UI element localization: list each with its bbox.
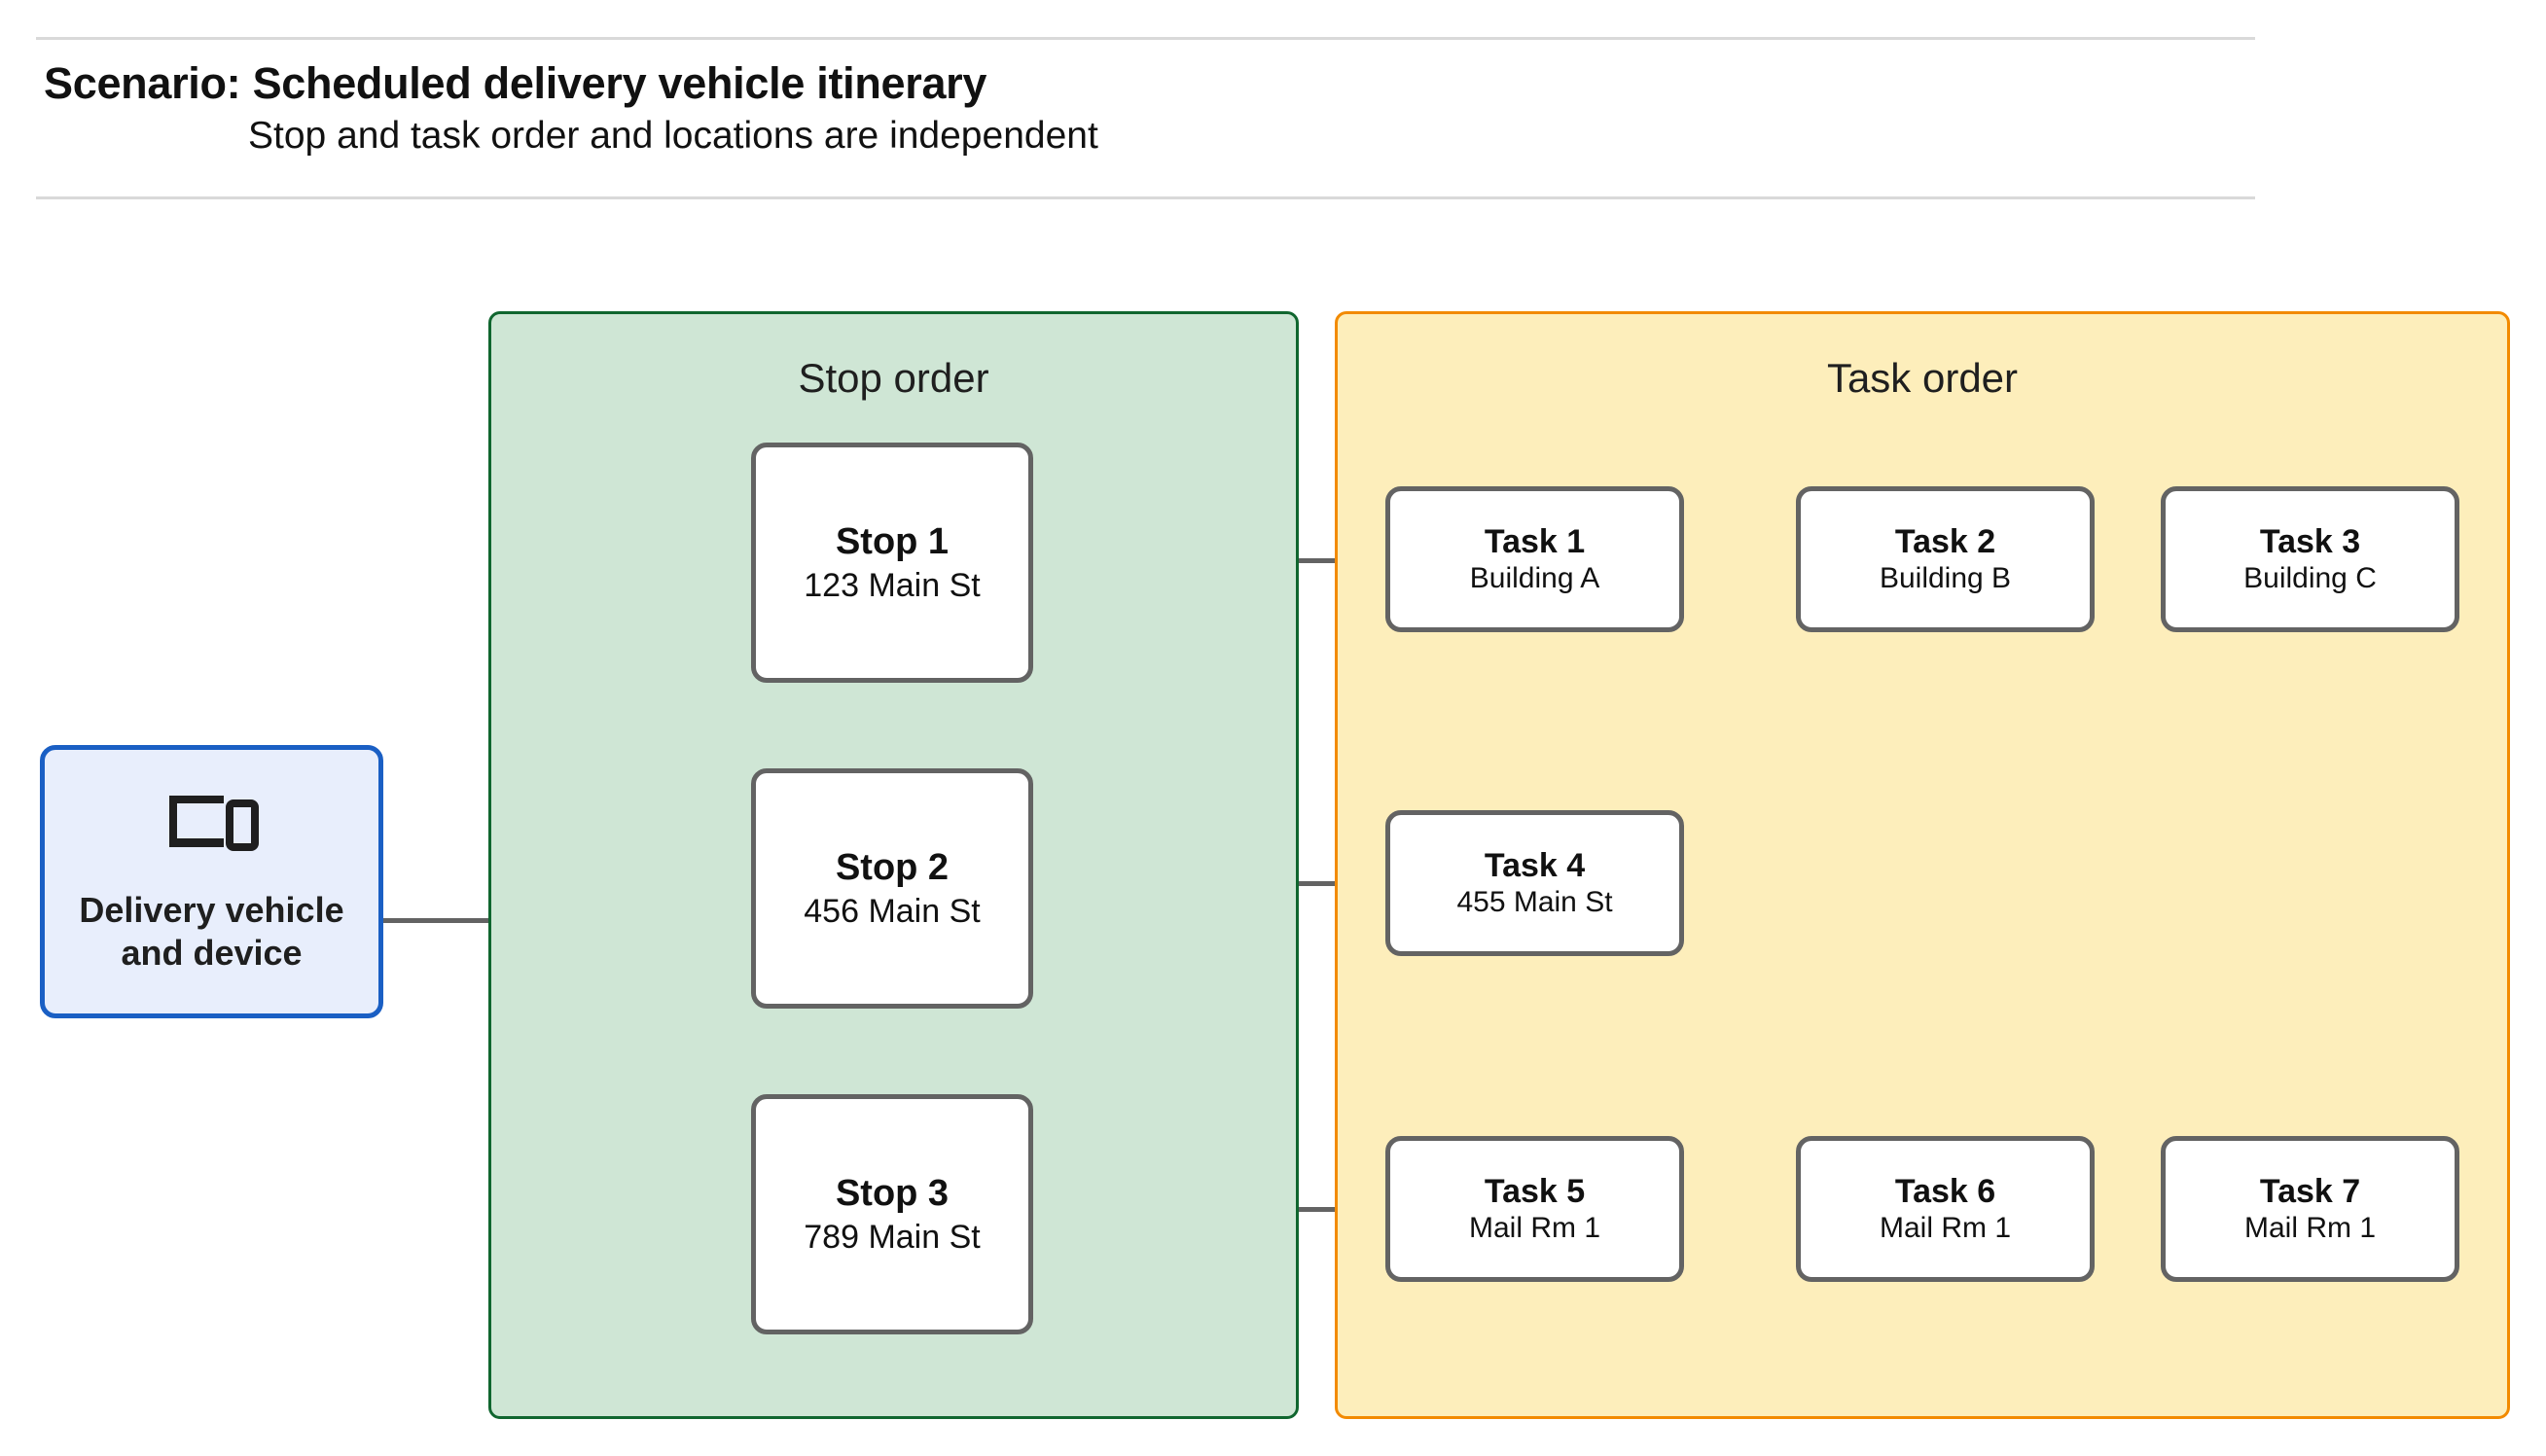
stop-node-1[interactable]: Stop 1 123 Main St: [751, 443, 1033, 683]
task-node-7[interactable]: Task 7 Mail Rm 1: [2161, 1136, 2459, 1282]
task-node-5[interactable]: Task 5 Mail Rm 1: [1385, 1136, 1684, 1282]
stop-node-3-location: 789 Main St: [804, 1218, 981, 1256]
stop-node-1-location: 123 Main St: [804, 566, 981, 604]
task-node-2-title: Task 2: [1894, 523, 1996, 561]
stop-node-2-location: 456 Main St: [804, 892, 981, 930]
task-node-1[interactable]: Task 1 Building A: [1385, 486, 1684, 632]
task-node-7-title: Task 7: [2259, 1173, 2361, 1211]
task-node-3-title: Task 3: [2259, 523, 2361, 561]
stop-node-2[interactable]: Stop 2 456 Main St: [751, 768, 1033, 1009]
task-node-4[interactable]: Task 4 455 Main St: [1385, 810, 1684, 956]
header-divider-bottom: [36, 196, 2255, 199]
task-node-5-title: Task 5: [1484, 1173, 1586, 1211]
header-divider-top: [36, 37, 2255, 40]
task-node-2-location: Building B: [1879, 562, 2012, 595]
task-node-1-location: Building A: [1469, 562, 1600, 595]
stop-node-3-title: Stop 3: [835, 1173, 950, 1215]
page-title: Scenario: Scheduled delivery vehicle iti…: [44, 58, 987, 108]
task-node-3[interactable]: Task 3 Building C: [2161, 486, 2459, 632]
delivery-vehicle-label-line-1: Delivery vehicle: [79, 890, 344, 931]
delivery-vehicle-node[interactable]: Delivery vehicle and device: [40, 745, 383, 1018]
task-node-4-title: Task 4: [1484, 847, 1586, 885]
task-order-group-title: Task order: [1826, 355, 2019, 401]
task-node-7-location: Mail Rm 1: [2243, 1212, 2376, 1245]
task-node-6[interactable]: Task 6 Mail Rm 1: [1796, 1136, 2095, 1282]
stop-node-1-title: Stop 1: [835, 521, 950, 563]
stop-node-3[interactable]: Stop 3 789 Main St: [751, 1094, 1033, 1334]
task-node-5-location: Mail Rm 1: [1468, 1212, 1600, 1245]
delivery-vehicle-label-line-2: and device: [121, 932, 303, 973]
stop-order-group-title: Stop order: [798, 355, 989, 401]
task-node-6-location: Mail Rm 1: [1879, 1212, 2011, 1245]
task-node-4-location: 455 Main St: [1456, 886, 1613, 919]
devices-icon: [168, 796, 259, 852]
stop-node-2-title: Stop 2: [835, 847, 950, 889]
task-node-6-title: Task 6: [1894, 1173, 1996, 1211]
page-subtitle: Stop and task order and locations are in…: [248, 115, 1098, 157]
task-node-3-location: Building C: [2243, 562, 2377, 595]
delivery-vehicle-label: Delivery vehicle and device: [79, 889, 343, 973]
task-node-1-title: Task 1: [1484, 523, 1586, 561]
task-node-2[interactable]: Task 2 Building B: [1796, 486, 2095, 632]
